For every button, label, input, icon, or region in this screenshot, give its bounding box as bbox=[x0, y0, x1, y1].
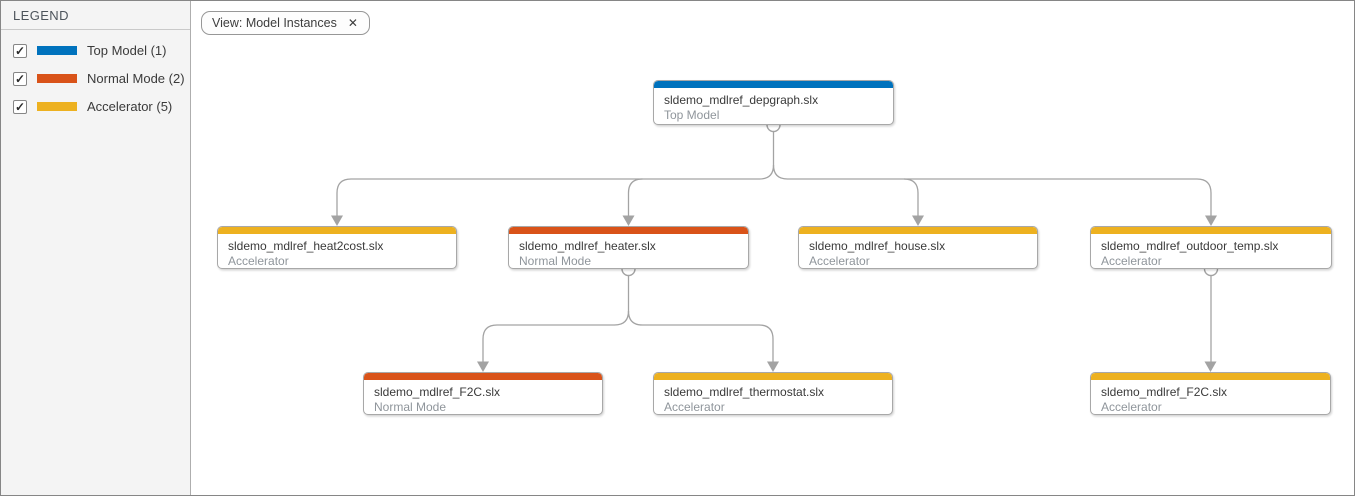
model-file-name: sldemo_mdlref_heat2cost.slx bbox=[228, 239, 384, 253]
legend-item-top-model: ✓ Top Model (1) bbox=[1, 37, 190, 65]
mode-color-bar bbox=[799, 227, 1037, 234]
mode-color-bar bbox=[218, 227, 456, 234]
legend-item-label: Accelerator (5) bbox=[87, 99, 173, 114]
view-filter-chip: View: Model Instances ✕ bbox=[201, 11, 370, 35]
mode-color-bar bbox=[364, 373, 602, 380]
legend-item-normal-mode: ✓ Normal Mode (2) bbox=[1, 65, 190, 93]
model-file-name: sldemo_mdlref_thermostat.slx bbox=[664, 385, 825, 399]
legend-title: LEGEND bbox=[1, 1, 190, 30]
legend-item-label: Normal Mode (2) bbox=[87, 71, 185, 86]
model-file-name: sldemo_mdlref_depgraph.slx bbox=[664, 93, 819, 107]
mode-color-bar bbox=[1091, 373, 1330, 380]
legend-color-swatch bbox=[37, 102, 77, 111]
model-file-name: sldemo_mdlref_F2C.slx bbox=[1101, 385, 1228, 399]
mode-color-bar bbox=[509, 227, 748, 234]
mode-color-bar bbox=[654, 373, 892, 380]
legend-item-label: Top Model (1) bbox=[87, 43, 167, 58]
legend-item-accelerator: ✓ Accelerator (5) bbox=[1, 93, 190, 121]
graph-canvas: View: Model Instances ✕ sldemo_mdlref_de… bbox=[191, 1, 1354, 495]
chip-close-icon[interactable]: ✕ bbox=[347, 16, 358, 30]
mode-color-bar bbox=[1091, 227, 1331, 234]
legend-checkbox-normal-mode[interactable]: ✓ bbox=[13, 71, 27, 86]
legend-checkbox-accelerator[interactable]: ✓ bbox=[13, 99, 27, 114]
model-sim-mode: Normal Mode bbox=[519, 254, 592, 268]
model-sim-mode: Accelerator bbox=[1101, 400, 1162, 414]
model-file-name: sldemo_mdlref_heater.slx bbox=[519, 239, 656, 253]
legend-color-swatch bbox=[37, 74, 77, 83]
model-sim-mode: Accelerator bbox=[664, 400, 725, 414]
model-sim-mode: Normal Mode bbox=[374, 400, 447, 414]
legend-checkbox-top-model[interactable]: ✓ bbox=[13, 43, 27, 58]
legend-items: ✓ Top Model (1) ✓ Normal Mode (2) ✓ Accelerat… bbox=[1, 30, 190, 121]
model-sim-mode: Accelerator bbox=[1101, 254, 1162, 268]
model-sim-mode: Accelerator bbox=[228, 254, 289, 268]
legend-panel: LEGEND ✓ Top Model (1) ✓ Normal Mode (2) ✓ Ac… bbox=[1, 1, 191, 495]
view-filter-label: View: Model Instances bbox=[212, 16, 337, 30]
legend-color-swatch bbox=[37, 46, 77, 55]
mode-color-bar bbox=[654, 81, 893, 88]
model-sim-mode: Top Model bbox=[664, 108, 720, 122]
model-file-name: sldemo_mdlref_house.slx bbox=[809, 239, 946, 253]
model-file-name: sldemo_mdlref_F2C.slx bbox=[374, 385, 501, 399]
model-sim-mode: Accelerator bbox=[809, 254, 870, 268]
model-file-name: sldemo_mdlref_outdoor_temp.slx bbox=[1101, 239, 1279, 253]
